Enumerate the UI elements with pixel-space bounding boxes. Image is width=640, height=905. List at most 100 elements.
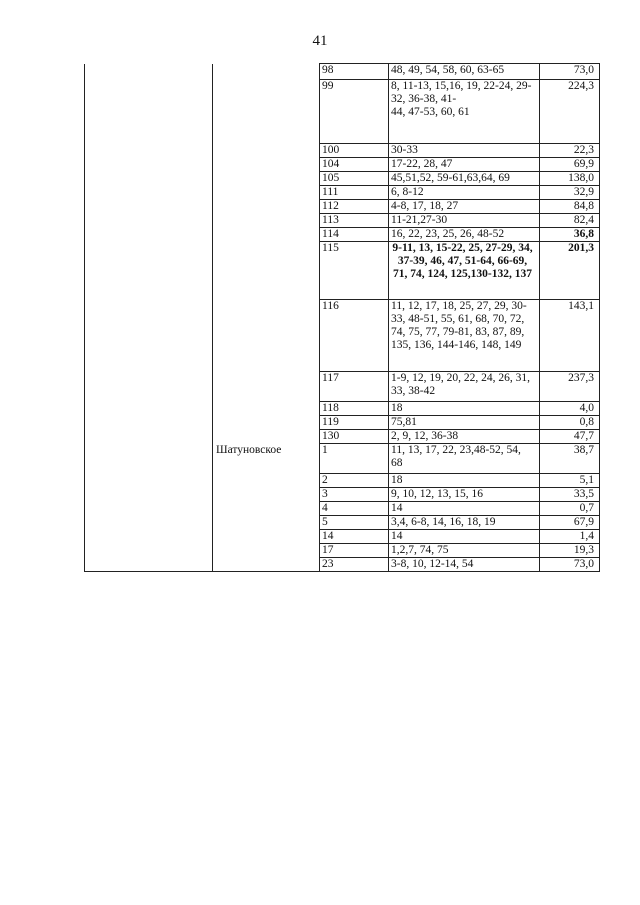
quarters-list: 18: [388, 473, 540, 488]
compartment-number: 99: [319, 79, 389, 144]
area-value: 69,9: [539, 157, 600, 172]
quarters-list: 14: [388, 501, 540, 516]
compartment-number: 117: [319, 371, 389, 402]
quarters-list: 11, 12, 17, 18, 25, 27, 29, 30-33, 48-51…: [388, 299, 540, 372]
quarters-list: 48, 49, 54, 58, 60, 63-65: [388, 63, 540, 80]
quarters-list: 16, 22, 23, 25, 26, 48-52: [388, 227, 540, 242]
quarters-text: 75,81: [391, 416, 417, 428]
compartment-number: 1: [319, 443, 389, 474]
quarters-text: 11, 13, 17, 22, 23,48-52, 54, 68: [391, 444, 521, 469]
area-value: 36,8: [539, 227, 600, 242]
area-text: 138,0: [568, 172, 594, 184]
quarters-text: 8, 11-13, 15,16, 19, 22-24, 29-32, 36-38…: [391, 80, 532, 118]
area-value: 67,9: [539, 515, 600, 530]
compartment-number: 4: [319, 501, 389, 516]
compartment-number: 5: [319, 515, 389, 530]
area-text: 82,4: [573, 214, 594, 226]
quarters-list: 2, 9, 12, 36-38: [388, 429, 540, 444]
compartment-number: 113: [319, 213, 389, 228]
quarters-list: 9, 10, 12, 13, 15, 16: [388, 487, 540, 502]
compartment-number: 116: [319, 299, 389, 372]
area-text: 201,3: [568, 242, 594, 254]
compartment-number: 118: [319, 401, 389, 416]
area-text: 67,9: [573, 516, 594, 528]
area-value: 1,4: [539, 529, 600, 544]
quarters-list: 3-8, 10, 12-14, 54: [388, 557, 540, 572]
quarters-list: 17-22, 28, 47: [388, 157, 540, 172]
area-text: 38,7: [573, 444, 594, 456]
quarters-text: 1-9, 12, 19, 20, 22, 24, 26, 31, 33, 38-…: [391, 372, 530, 397]
area-value: 47,7: [539, 429, 600, 444]
quarters-text: 2, 9, 12, 36-38: [391, 430, 459, 442]
quarters-list: 75,81: [388, 415, 540, 430]
quarters-list: 11, 13, 17, 22, 23,48-52, 54, 68: [388, 443, 540, 474]
quarters-text: 16, 22, 23, 25, 26, 48-52: [391, 228, 505, 240]
quarters-text: 18: [391, 474, 403, 486]
quarters-list: 3,4, 6-8, 14, 16, 18, 19: [388, 515, 540, 530]
quarters-text: 1,2,7, 74, 75: [391, 544, 449, 556]
quarters-list: 18: [388, 401, 540, 416]
area-text: 47,7: [573, 430, 594, 442]
quarters-text: 3,4, 6-8, 14, 16, 18, 19: [391, 516, 496, 528]
quarters-text: 45,51,52, 59-61,63,64, 69: [391, 172, 510, 184]
quarters-text: 9-11, 13, 15-22, 25, 27-29, 34, 37-39, 4…: [392, 242, 533, 280]
area-text: 73,0: [573, 64, 594, 76]
compartment-number: 114: [319, 227, 389, 242]
settlement-cell-upper: [212, 63, 320, 444]
compartment-number: 112: [319, 199, 389, 214]
area-text: 143,1: [568, 300, 594, 312]
quarters-text: 14: [391, 502, 403, 514]
compartment-number: 104: [319, 157, 389, 172]
quarters-text: 11, 12, 17, 18, 25, 27, 29, 30-33, 48-51…: [391, 300, 527, 351]
area-text: 4,0: [579, 402, 594, 414]
compartment-number: 115: [319, 241, 389, 300]
area-text: 22,3: [573, 144, 594, 156]
area-text: 1,4: [579, 530, 594, 542]
quarters-list: 1-9, 12, 19, 20, 22, 24, 26, 31, 33, 38-…: [388, 371, 540, 402]
area-value: 33,5: [539, 487, 600, 502]
quarters-list: 14: [388, 529, 540, 544]
compartment-number: 17: [319, 543, 389, 558]
area-text: 32,9: [573, 186, 594, 198]
compartment-number: 23: [319, 557, 389, 572]
area-value: 73,0: [539, 63, 600, 80]
quarters-list: 30-33: [388, 143, 540, 158]
area-value: 0,7: [539, 501, 600, 516]
quarters-list: 8, 11-13, 15,16, 19, 22-24, 29-32, 36-38…: [388, 79, 540, 144]
area-value: 143,1: [539, 299, 600, 372]
quarters-text: 4-8, 17, 18, 27: [391, 200, 459, 212]
area-value: 19,3: [539, 543, 600, 558]
area-text: 5,1: [579, 474, 594, 486]
compartment-number: 2: [319, 473, 389, 488]
area-text: 73,0: [573, 558, 594, 570]
page-number: 41: [312, 33, 328, 49]
area-text: 0,8: [579, 416, 594, 428]
quarters-text: 14: [391, 530, 403, 542]
area-text: 0,7: [579, 502, 594, 514]
area-value: 138,0: [539, 171, 600, 186]
quarters-text: 6, 8-12: [391, 186, 424, 198]
quarters-list: 45,51,52, 59-61,63,64, 69: [388, 171, 540, 186]
compartment-number: 105: [319, 171, 389, 186]
area-value: 201,3: [539, 241, 600, 300]
area-value: 82,4: [539, 213, 600, 228]
area-text: 36,8: [573, 228, 594, 240]
settlement-name: Шатуновское: [212, 443, 320, 572]
area-text: 224,3: [568, 80, 594, 92]
